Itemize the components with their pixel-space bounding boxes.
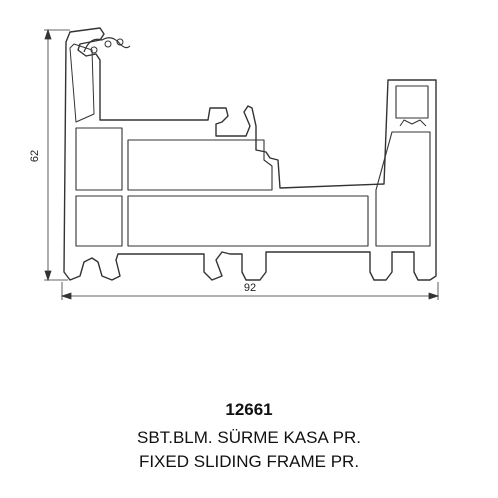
- chamber-right-top: [395, 85, 429, 119]
- height-dimension-label: 62: [29, 150, 41, 162]
- width-arrow-right: [428, 292, 440, 300]
- height-arrow-top: [44, 28, 52, 40]
- chamber-right: [375, 131, 431, 247]
- profile-drawing: 62 92: [29, 27, 440, 300]
- chamber-left-top: [75, 127, 123, 191]
- chamber-left-bottom: [75, 195, 123, 247]
- chamber-mid-bottom: [127, 195, 369, 247]
- gasket: [83, 37, 131, 53]
- width-dimension-label: 92: [244, 282, 256, 294]
- width-arrow-left: [60, 292, 72, 300]
- gasket-bead: [116, 38, 124, 46]
- height-arrow-bottom: [44, 270, 52, 282]
- product-name-english: FIXED SLIDING FRAME PR.: [138, 452, 360, 471]
- chamber-arm: [69, 43, 95, 123]
- gasket-bead: [104, 40, 112, 48]
- hook-slot: [399, 119, 427, 127]
- profile-outer-contour: [63, 27, 437, 281]
- product-code: 12661: [225, 400, 273, 419]
- product-name-turkish: SBT.BLM. SÜRME KASA PR.: [137, 428, 361, 447]
- chamber-mid-top: [127, 139, 273, 191]
